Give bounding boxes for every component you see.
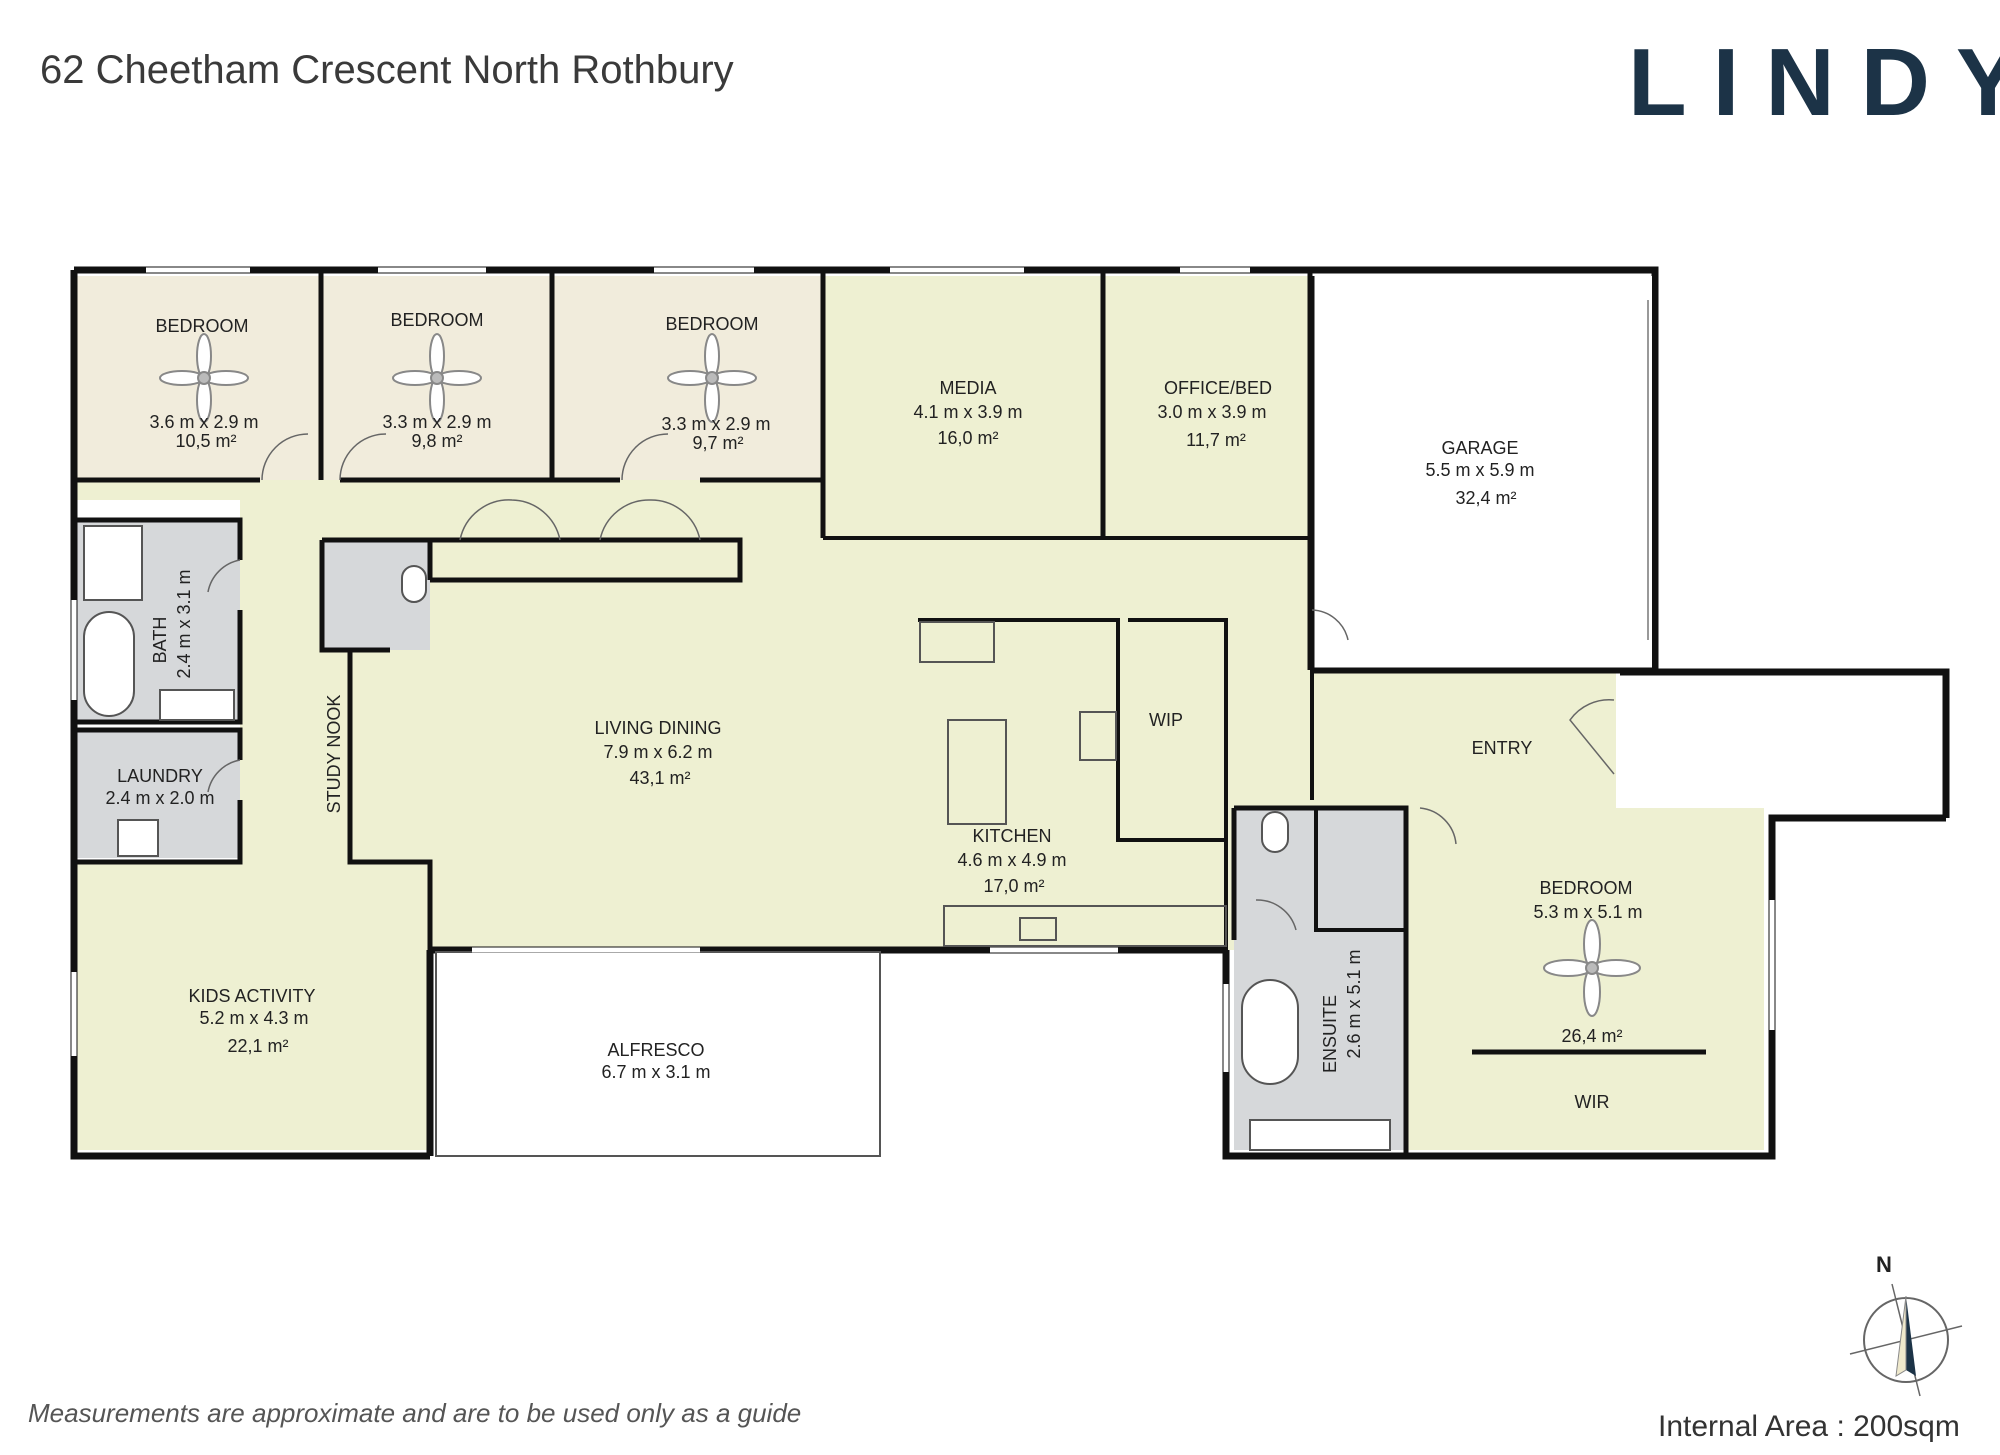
wir-name: WIR — [1575, 1092, 1610, 1112]
ceiling-fans — [159, 333, 1641, 1017]
kids-name: KIDS ACTIVITY — [188, 986, 315, 1006]
disclaimer: Measurements are approximate and are to … — [28, 1398, 802, 1428]
alfresco-area — [435, 951, 881, 1157]
garage-area — [1312, 276, 1652, 670]
ceiling-fan-icon — [1543, 919, 1641, 1017]
kitchen-name: KITCHEN — [972, 826, 1051, 846]
compass-icon — [1849, 1283, 1963, 1397]
bedroom-3-dims: 3.3 m x 2.9 m — [661, 414, 770, 434]
door-swing — [1311, 609, 1349, 641]
door-swing — [339, 433, 387, 481]
bath-fixtures — [83, 525, 1391, 1151]
ensuite-vanity-icon — [1249, 1119, 1391, 1151]
media-dims: 4.1 m x 3.9 m — [913, 402, 1022, 422]
door-swing — [1255, 899, 1297, 931]
study-name: STUDY NOOK — [324, 695, 344, 814]
kitchen-dims: 4.6 m x 4.9 m — [957, 850, 1066, 870]
cupboard-door — [599, 499, 701, 541]
media-area-label: 16,0 m² — [937, 428, 998, 448]
agency-logo: LINDY — [1628, 29, 2000, 136]
bedroom-2-area-label: 9,8 m² — [411, 431, 462, 451]
office-area-label: 11,7 m² — [1186, 430, 1246, 450]
master-bedroom-area-label: 26,4 m² — [1561, 1026, 1622, 1046]
alfresco-dims: 6.7 m x 3.1 m — [601, 1062, 710, 1082]
office-dims: 3.0 m x 3.9 m — [1157, 402, 1266, 422]
ensuite-bathtub-icon — [1241, 979, 1299, 1085]
laundry-tub-icon — [117, 819, 159, 857]
entry-area — [1312, 672, 1616, 808]
kids-area — [74, 862, 430, 1150]
ensuite-name: ENSUITE — [1320, 995, 1340, 1073]
living-area-label: 43,1 m² — [629, 768, 690, 788]
bath-name: BATH — [150, 617, 170, 664]
bedroom-2-dims: 3.3 m x 2.9 m — [382, 412, 491, 432]
garage-dims: 5.5 m x 5.9 m — [1425, 460, 1534, 480]
bedroom-1-dims: 3.6 m x 2.9 m — [149, 412, 258, 432]
garage-area-label: 32,4 m² — [1455, 488, 1516, 508]
shower-icon — [83, 525, 143, 601]
kids-area-label: 22,1 m² — [227, 1036, 288, 1056]
bedroom-2-name: BEDROOM — [390, 310, 483, 330]
entry-door — [1569, 699, 1615, 775]
door-swing — [261, 433, 309, 481]
bedroom-1-area-label: 10,5 m² — [175, 431, 236, 451]
ceiling-fan-icon — [667, 333, 757, 423]
ceiling-fan-icon — [159, 333, 249, 423]
doors — [207, 433, 1615, 931]
toilet-icon — [401, 565, 427, 603]
windows — [71, 267, 1775, 1072]
bath-dims: 2.4 m x 3.1 m — [174, 569, 194, 678]
living-name: LIVING DINING — [594, 718, 721, 738]
bedroom-3-area-label: 9,7 m² — [692, 433, 743, 453]
entry-hall-area — [1230, 538, 1320, 808]
entry-name: ENTRY — [1472, 738, 1533, 758]
cupboard-door — [459, 499, 561, 541]
bathtub-icon — [83, 611, 135, 717]
ensuite-dims: 2.6 m x 5.1 m — [1344, 949, 1364, 1058]
door-swing — [621, 433, 669, 481]
alfresco-name: ALFRESCO — [607, 1040, 704, 1060]
living-dims: 7.9 m x 6.2 m — [603, 742, 712, 762]
internal-area: Internal Area : 200sqm — [1658, 1410, 1960, 1443]
door-swing — [207, 759, 241, 793]
master-bedroom-dims: 5.3 m x 5.1 m — [1533, 902, 1642, 922]
wip-name: WIP — [1149, 710, 1183, 730]
laundry-name: LAUNDRY — [117, 766, 203, 786]
garage-name: GARAGE — [1441, 438, 1518, 458]
bedroom-3-name: BEDROOM — [665, 314, 758, 334]
media-name: MEDIA — [939, 378, 996, 398]
room-labels: BEDROOM 3.6 m x 2.9 m 10,5 m² BEDROOM 3.… — [105, 310, 1642, 1112]
room-fills — [74, 276, 1764, 1150]
ensuite-toilet-icon — [1261, 811, 1289, 853]
compass-north-label: N — [1876, 1252, 1892, 1277]
kitchen-area-label: 17,0 m² — [983, 876, 1044, 896]
ceiling-fan-icon — [392, 333, 482, 423]
kids-dims: 5.2 m x 4.3 m — [199, 1008, 308, 1028]
master-bedroom-name: BEDROOM — [1539, 878, 1632, 898]
office-name: OFFICE/BED — [1164, 378, 1272, 398]
kitchen-fixtures — [919, 621, 1227, 947]
bedroom-1-name: BEDROOM — [155, 316, 248, 336]
door-swing — [207, 559, 241, 593]
ensuite-area — [1234, 808, 1406, 1150]
vanity-icon — [159, 689, 235, 721]
door-swing — [1419, 807, 1457, 845]
walls — [70, 266, 1950, 1160]
property-address: 62 Cheetham Crescent North Rothbury — [40, 48, 734, 92]
laundry-dims: 2.4 m x 2.0 m — [105, 788, 214, 808]
